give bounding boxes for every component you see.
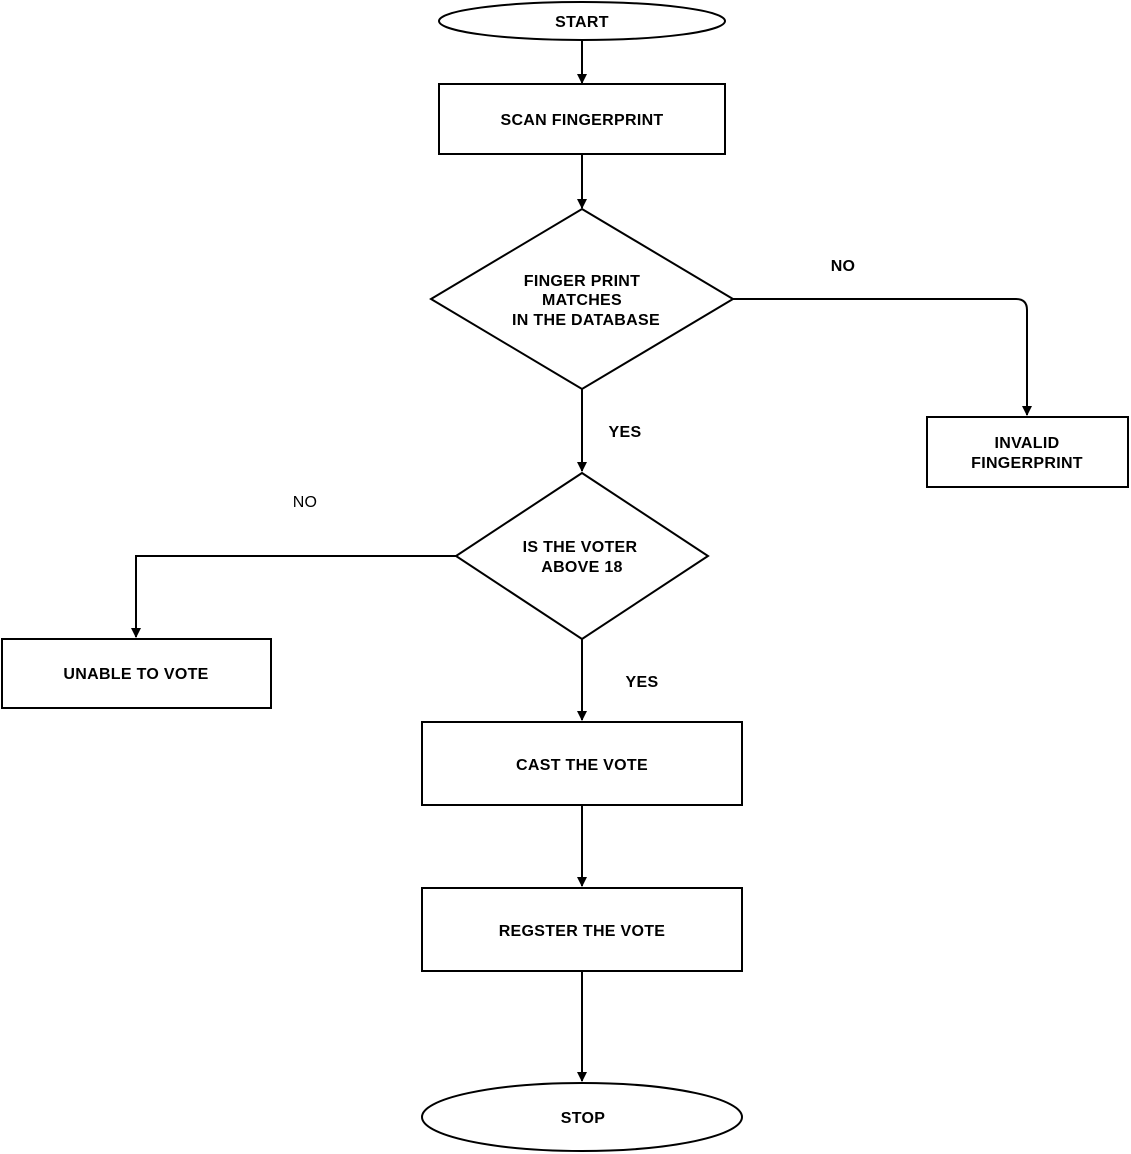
voter-age-line-2: ABOVE 18 bbox=[541, 559, 623, 576]
stop-node-label: STOP bbox=[561, 1110, 606, 1127]
connectors bbox=[131, 40, 1032, 1082]
edge-label-age-yes: YES bbox=[626, 674, 659, 691]
edge-label-match-no: NO bbox=[831, 258, 856, 275]
invalid-fingerprint-line-2: FINGERPRINT bbox=[971, 455, 1083, 472]
start-node: START bbox=[438, 1, 726, 41]
unable-to-vote-node: UNABLE TO VOTE bbox=[1, 638, 272, 709]
fingerprint-match-line-2: MATCHES bbox=[542, 292, 622, 309]
fingerprint-match-decision: FINGER PRINT MATCHES IN THE DATABASE bbox=[429, 207, 735, 391]
voter-age-line-1: IS THE VOTER bbox=[523, 539, 638, 556]
edge-label-age-no: NO bbox=[293, 494, 318, 511]
fingerprint-match-line-3: IN THE DATABASE bbox=[512, 312, 660, 329]
cast-vote-label: CAST THE VOTE bbox=[516, 757, 648, 774]
edge-age-to-unable bbox=[131, 555, 456, 638]
scan-fingerprint-label: SCAN FINGERPRINT bbox=[500, 112, 663, 129]
edge-label-match-yes: YES bbox=[609, 424, 642, 441]
register-vote-label: REGSTER THE VOTE bbox=[499, 923, 666, 940]
cast-vote-node: CAST THE VOTE bbox=[421, 721, 743, 806]
unable-to-vote-label: UNABLE TO VOTE bbox=[63, 666, 208, 683]
edge-match-to-invalid bbox=[733, 298, 1032, 416]
start-node-label: START bbox=[555, 14, 609, 31]
register-vote-node: REGSTER THE VOTE bbox=[421, 887, 743, 972]
scan-fingerprint-node: SCAN FINGERPRINT bbox=[438, 83, 726, 155]
stop-node: STOP bbox=[421, 1082, 743, 1152]
invalid-fingerprint-node: INVALID FINGERPRINT bbox=[926, 416, 1129, 488]
edge-labels: NO YES NO YES bbox=[293, 258, 856, 691]
invalid-fingerprint-line-1: INVALID bbox=[995, 435, 1060, 452]
voter-age-decision: IS THE VOTER ABOVE 18 bbox=[454, 471, 710, 641]
fingerprint-match-line-1: FINGER PRINT bbox=[524, 273, 641, 290]
